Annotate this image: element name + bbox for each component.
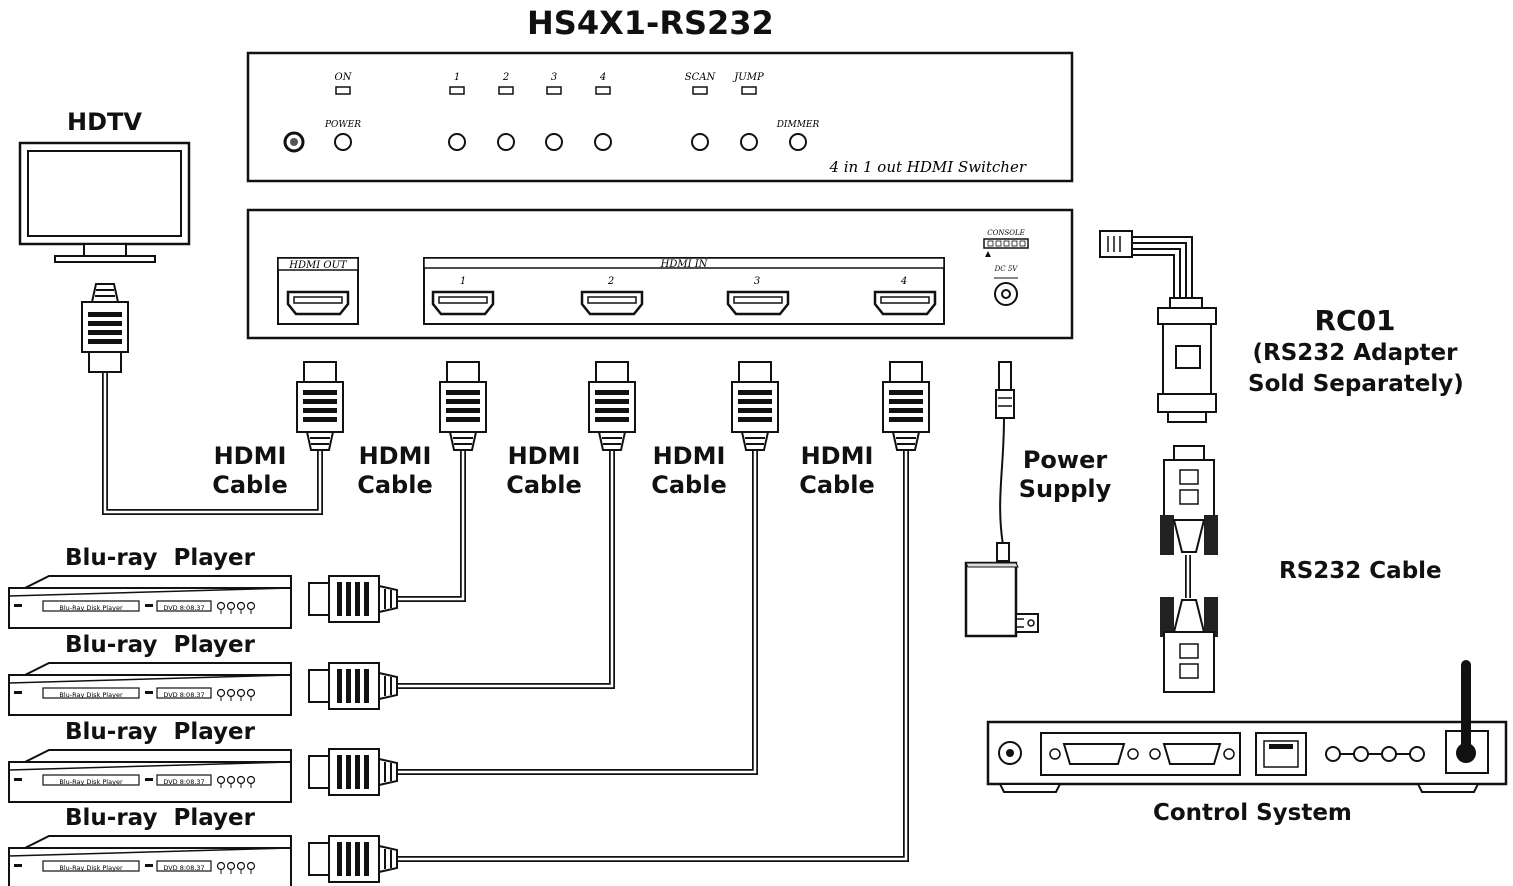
cable-label-3-line2: Cable bbox=[506, 470, 582, 499]
player-2-disk-text: Blu-Ray Disk Player bbox=[59, 691, 123, 699]
scan-button bbox=[691, 133, 709, 151]
power-button bbox=[334, 133, 352, 151]
rs232-cable-icon bbox=[1160, 445, 1218, 693]
cable-plug-out bbox=[296, 361, 344, 451]
hdtv-label: HDTV bbox=[67, 108, 142, 136]
rc01-line3: Sold Separately) bbox=[1248, 371, 1464, 398]
input-4-button bbox=[594, 133, 612, 151]
cable-label-1-line2: Cable bbox=[212, 470, 288, 499]
port-label-2: 2 bbox=[607, 276, 614, 287]
power-supply-line2: Supply bbox=[1018, 474, 1112, 503]
led-label-on: ON bbox=[335, 72, 353, 83]
switcher-rear-panel: HDMI OUT HDMI IN 1 2 3 4 CONSOLE DC 5V bbox=[246, 208, 1074, 340]
hdtv-plug bbox=[81, 283, 129, 373]
power-label: POWER bbox=[324, 120, 361, 130]
player-3-label: Blu-ray Player bbox=[65, 719, 255, 745]
power-supply-line1: Power bbox=[1022, 446, 1108, 474]
player-3-dvd-text: DVD 8:08.37 bbox=[163, 778, 204, 786]
led-label-4: 4 bbox=[599, 72, 606, 83]
rc01-line2: (RS232 Adapter bbox=[1252, 339, 1458, 366]
jump-button bbox=[740, 133, 758, 151]
player-plug-1 bbox=[308, 575, 398, 623]
cable-label-2-line1: HDMI bbox=[358, 442, 432, 470]
led-2 bbox=[498, 86, 514, 95]
hdmi-out-port bbox=[286, 290, 350, 316]
control-system-label: Control System bbox=[1153, 800, 1352, 826]
hdmi-in-port-2 bbox=[580, 290, 644, 316]
hdmi-in-port-1 bbox=[431, 290, 495, 316]
port-label-3: 3 bbox=[754, 276, 760, 287]
power-supply-icon bbox=[964, 361, 1039, 638]
led-3 bbox=[546, 86, 562, 95]
bluray-player-3 bbox=[8, 749, 292, 803]
cable-plug-in-4 bbox=[882, 361, 930, 451]
led-label-1: 1 bbox=[454, 72, 460, 83]
player-4-dvd-text: DVD 8:08.37 bbox=[163, 864, 204, 872]
bluray-player-1 bbox=[8, 575, 292, 629]
player-plug-4 bbox=[308, 835, 398, 883]
cable-label-5-line1: HDMI bbox=[800, 442, 874, 470]
cable-label-4: HDMI Cable bbox=[647, 442, 731, 500]
cable-label-2-line2: Cable bbox=[357, 470, 433, 499]
control-system-icon bbox=[986, 660, 1508, 793]
cable-plug-in-3 bbox=[731, 361, 779, 451]
cable-label-5-line2: Cable bbox=[799, 470, 875, 499]
led-label-scan: SCAN bbox=[685, 72, 717, 83]
bluray-player-2 bbox=[8, 662, 292, 716]
hdmi-in-port-3 bbox=[726, 290, 790, 316]
led-label-jump: JUMP bbox=[732, 72, 764, 83]
player-2-label: Blu-ray Player bbox=[65, 632, 255, 658]
hdtv bbox=[18, 141, 191, 263]
hdmi-in-label: HDMI IN bbox=[660, 259, 709, 270]
player-plug-3 bbox=[308, 748, 398, 796]
input-1-button bbox=[448, 133, 466, 151]
cable-label-2: HDMI Cable bbox=[353, 442, 437, 500]
dimmer-label: DIMMER bbox=[776, 120, 820, 130]
cable-label-4-line1: HDMI bbox=[652, 442, 726, 470]
cable-label-1: HDMI Cable bbox=[208, 442, 292, 500]
cable-label-3-line1: HDMI bbox=[507, 442, 581, 470]
diagram-title: HS4X1-RS232 bbox=[527, 4, 774, 42]
player-3-disk-text: Blu-Ray Disk Player bbox=[59, 778, 123, 786]
rc01-line1: RC01 bbox=[1314, 304, 1396, 337]
rc01-label: RC01 (RS232 Adapter Sold Separately) bbox=[1248, 304, 1464, 399]
cables bbox=[102, 236, 1193, 862]
player-2-dvd-text: DVD 8:08.37 bbox=[163, 691, 204, 699]
led-on bbox=[335, 86, 351, 95]
rc01-adapter-icon bbox=[1099, 230, 1217, 423]
led-scan bbox=[692, 86, 708, 95]
player-4-disk-text: Blu-Ray Disk Player bbox=[59, 864, 123, 872]
dimmer-button bbox=[789, 133, 807, 151]
port-label-1: 1 bbox=[460, 276, 466, 287]
console-label: CONSOLE bbox=[987, 229, 1025, 237]
cable-label-1-line1: HDMI bbox=[213, 442, 287, 470]
player-4-label: Blu-ray Player bbox=[65, 805, 255, 831]
switcher-front-panel: ON 1 2 3 4 SCAN JUMP POWER DIMMER 4 in 1… bbox=[246, 51, 1074, 183]
input-3-button bbox=[545, 133, 563, 151]
cable-label-3: HDMI Cable bbox=[502, 442, 586, 500]
player-1-label: Blu-ray Player bbox=[65, 545, 255, 571]
led-4 bbox=[595, 86, 611, 95]
player-1-dvd-text: DVD 8:08.37 bbox=[163, 604, 204, 612]
port-label-4: 4 bbox=[900, 276, 907, 287]
led-jump bbox=[741, 86, 757, 95]
cable-label-4-line2: Cable bbox=[651, 470, 727, 499]
player-1-disk-text: Blu-Ray Disk Player bbox=[59, 604, 123, 612]
rs232-cable-label: RS232 Cable bbox=[1279, 558, 1442, 584]
player-plug-2 bbox=[308, 662, 398, 710]
power-supply-label: Power Supply bbox=[1018, 446, 1112, 504]
input-2-button bbox=[497, 133, 515, 151]
led-label-3: 3 bbox=[551, 72, 557, 83]
bluray-player-4 bbox=[8, 835, 292, 886]
hdmi-out-label: HDMI OUT bbox=[288, 260, 348, 271]
cable-label-5: HDMI Cable bbox=[795, 442, 879, 500]
hdmi-in-port-4 bbox=[873, 290, 937, 316]
led-1 bbox=[449, 86, 465, 95]
led-label-2: 2 bbox=[502, 72, 509, 83]
model-text: 4 in 1 out HDMI Switcher bbox=[828, 158, 1026, 176]
cable-plug-in-1 bbox=[439, 361, 487, 451]
cable-plug-in-2 bbox=[588, 361, 636, 451]
dc-label: DC 5V bbox=[994, 265, 1019, 273]
